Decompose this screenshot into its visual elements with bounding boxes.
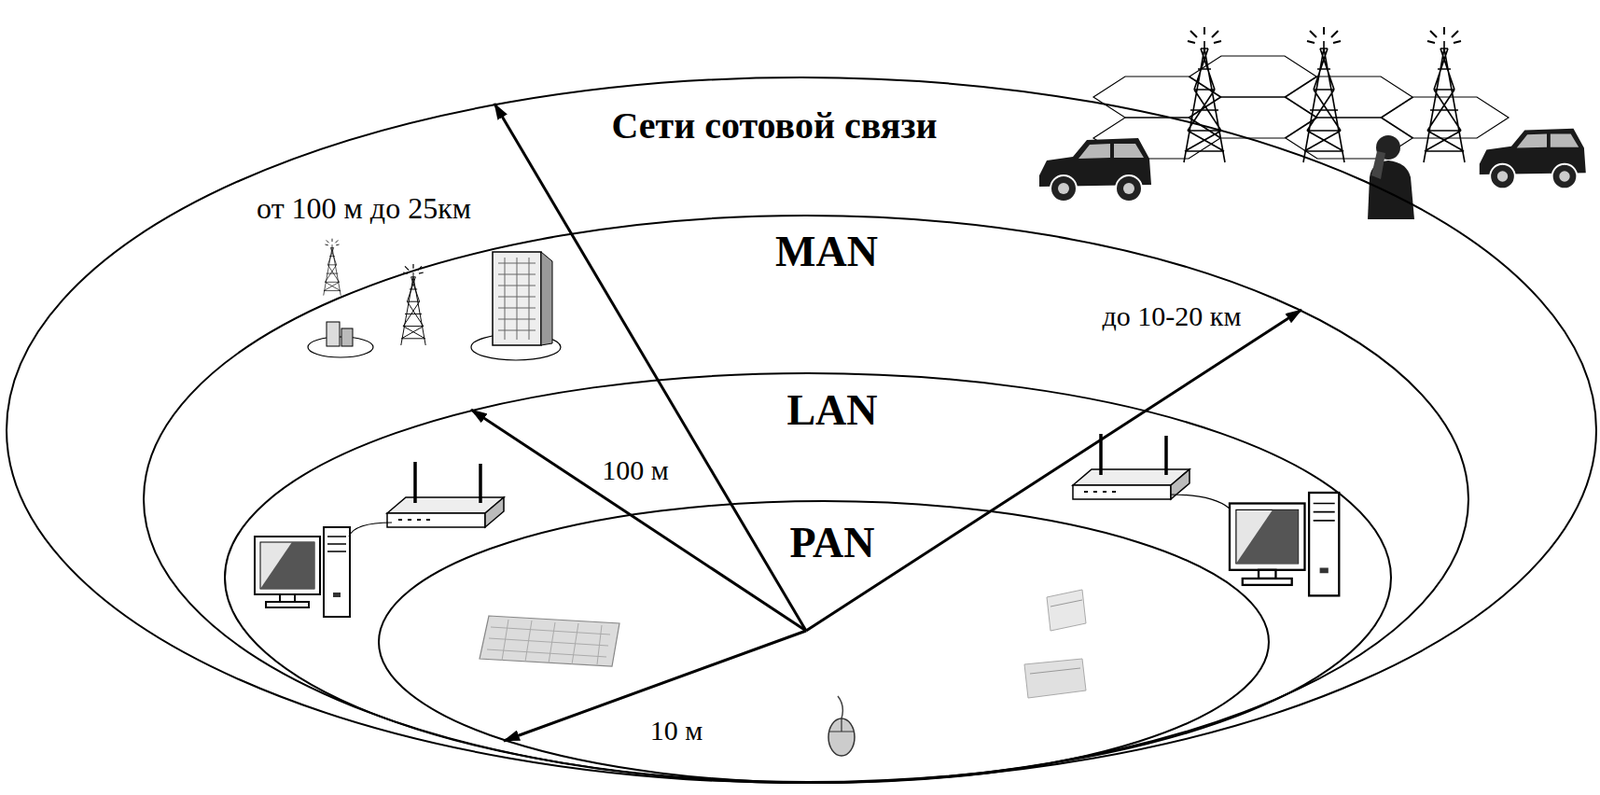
illustration-part [1093,76,1221,118]
distance-label: 100 м [598,454,672,486]
illustration-part [326,321,340,347]
zone-ellipse [378,500,1269,783]
illustration-part [828,718,855,756]
zone-ellipse [224,373,1392,782]
illustration-part [1479,128,1587,190]
metro-icons [307,238,561,361]
zone-ellipse [6,77,1597,783]
illustration-part [1039,138,1152,202]
illustration-part [1072,433,1190,500]
lan-devices [254,433,1339,617]
illustration-part [1303,27,1345,163]
illustration-part [1170,494,1230,509]
illustration-part [323,238,341,296]
illustration-part [307,336,374,358]
illustration-part [479,615,620,667]
illustration-part [1024,658,1086,698]
illustration-part [1423,27,1465,163]
illustration-part [492,251,542,346]
zone-ellipse [143,215,1469,783]
zone-title: Сети сотовой связи [611,105,937,147]
illustration-part [1371,151,1386,180]
zone-title: MAN [775,228,878,277]
zone-title: PAN [789,519,875,568]
illustration-part [341,328,353,347]
illustration-part [348,522,392,537]
illustration-part [486,619,611,665]
illustration-part [1046,589,1086,631]
illustration-part [494,103,807,631]
distance-label: до 10-20 км [1099,300,1246,332]
illustration-part [1029,667,1081,674]
illustration-part [1189,97,1317,139]
network-zone: Сети сотовой связиMAN LAN PAN [5,76,1598,784]
zone-outline [223,372,1392,783]
illustration-part [837,695,843,719]
illustration-part [1189,55,1317,98]
car-icon [1039,128,1587,202]
illustration-part [1183,27,1225,163]
illustration-part [1050,599,1083,607]
zone-outline [142,214,1470,784]
illustration-part [1229,492,1339,596]
illustration-part [829,718,854,732]
illustration-part [401,264,426,346]
range-arrows [471,103,1302,741]
illustration-part [471,409,807,631]
person-icon [1367,135,1415,220]
network-zone: LAN PAN [223,372,1392,783]
distance-label: от 100 м до 25км [252,192,475,225]
illustration-part [541,251,553,346]
cell-towers [1183,27,1465,163]
network-zone: MAN LAN PAN [142,214,1470,784]
illustration-part [498,257,536,340]
distance-label: 10 м [646,714,707,746]
illustration-part [254,527,350,617]
zone-title: LAN [786,387,877,435]
illustration-part [1285,76,1413,118]
illustration-part [387,461,504,528]
network-zone: PAN [377,500,1270,784]
